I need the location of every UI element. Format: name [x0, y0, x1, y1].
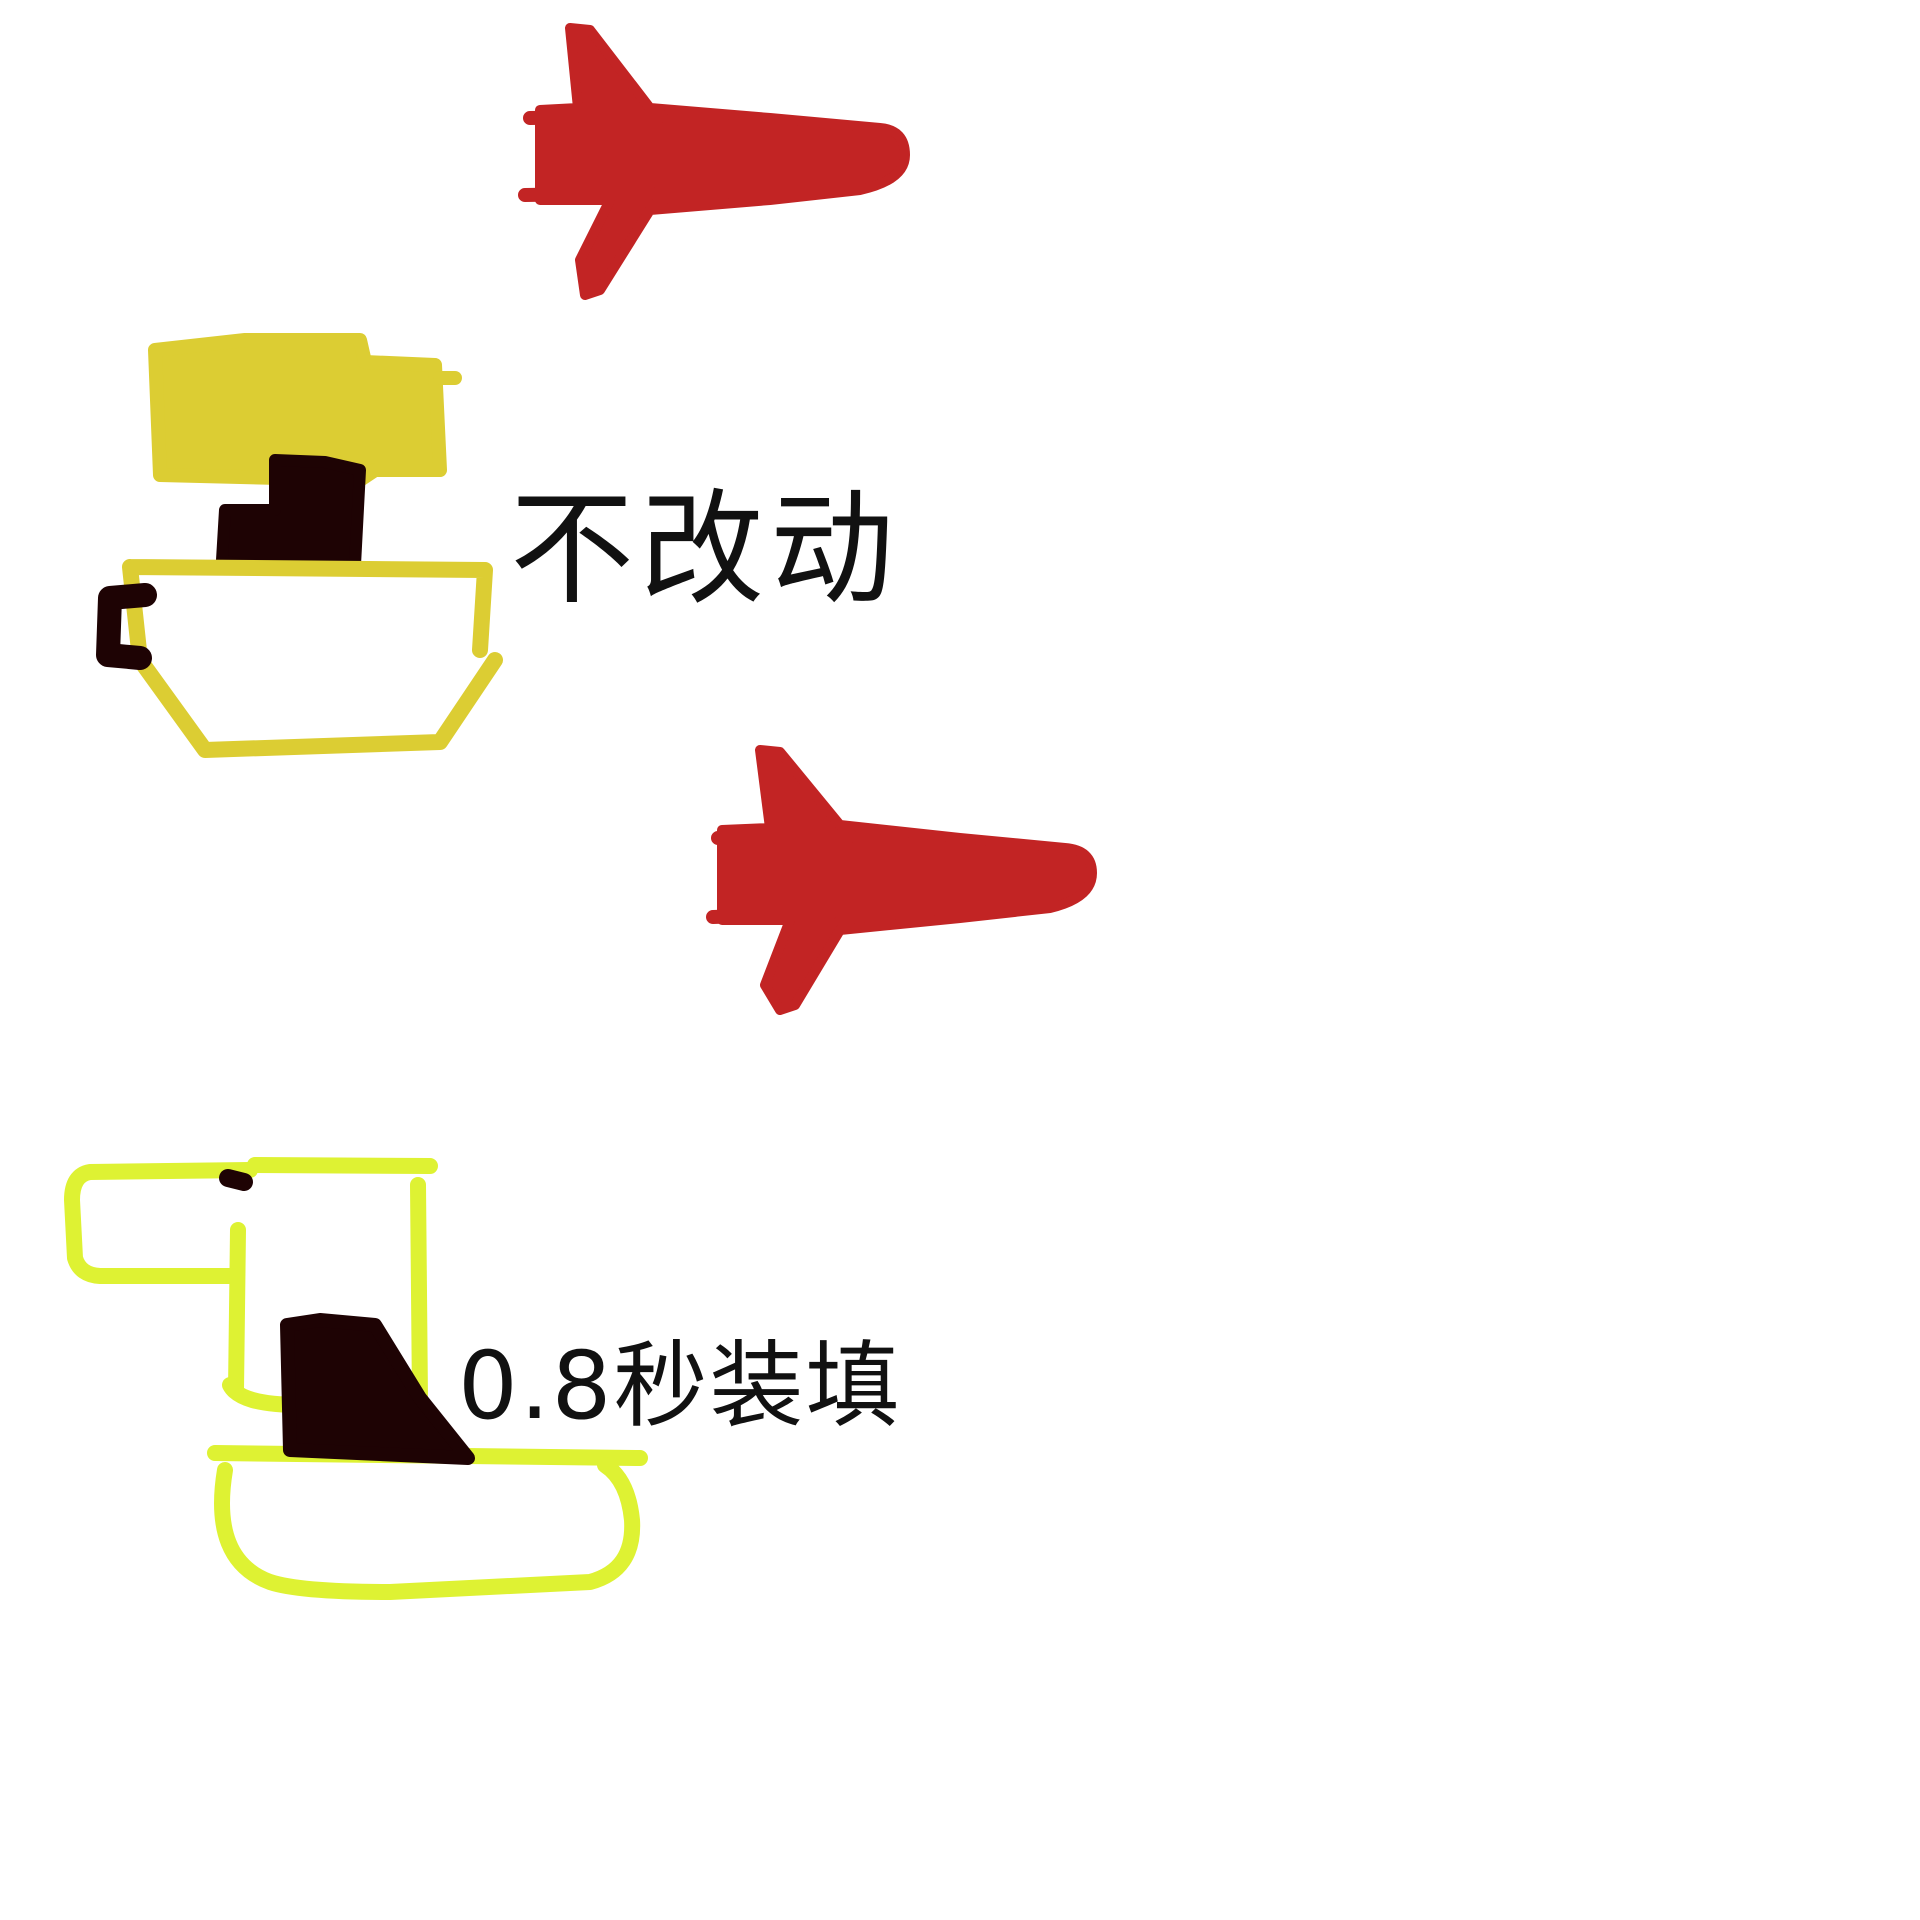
plane-icon	[706, 745, 1097, 1015]
plane-icon	[518, 23, 910, 300]
turret-shape	[280, 1313, 475, 1465]
reload-label: 0.8秒装填	[458, 1332, 902, 1441]
boat-icon	[64, 1157, 648, 1600]
turret-tick	[219, 1169, 253, 1191]
unchanged-label: 不改动	[510, 478, 901, 622]
boat-icon	[96, 333, 503, 758]
bow-shape	[96, 583, 157, 670]
